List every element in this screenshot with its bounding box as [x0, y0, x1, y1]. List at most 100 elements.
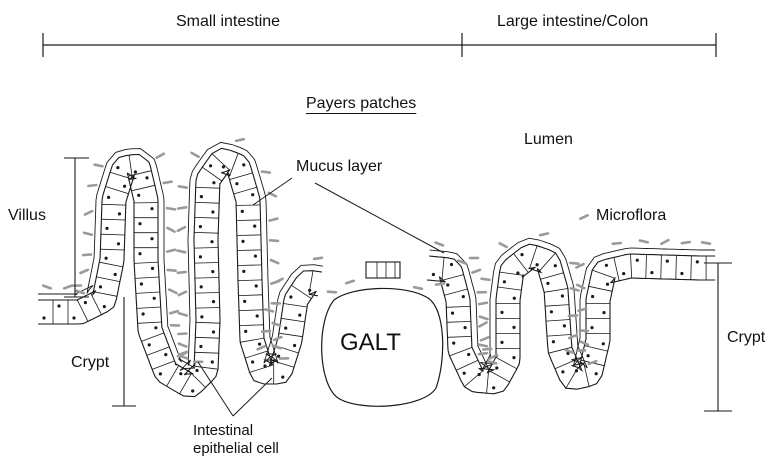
cell-wall [195, 278, 219, 279]
mucus-layer-label: Mucus layer [296, 159, 382, 175]
mucus-pointer-colon [315, 183, 444, 253]
cell-nucleus [212, 300, 215, 303]
cell-nucleus [243, 300, 246, 303]
cell-wall [500, 272, 524, 275]
cell-wall [135, 277, 159, 278]
cell-nucleus [622, 272, 625, 275]
cell-wall [132, 185, 155, 191]
cell-nucleus [134, 170, 137, 173]
small-intestine-label: Small intestine [176, 14, 280, 30]
microflora-dash [581, 342, 588, 345]
cell-wall [283, 304, 307, 308]
cell-wall [238, 265, 262, 266]
microflora-label: Microflora [596, 208, 666, 224]
cell-wall [546, 320, 570, 322]
cell-nucleus [595, 372, 598, 375]
cell-wall [142, 333, 164, 342]
cell-nucleus [151, 267, 154, 270]
microflora-dash [480, 317, 488, 320]
cell-nucleus [235, 182, 238, 185]
cell-nucleus [696, 260, 699, 263]
cell-nucleus [513, 297, 516, 300]
microflora-dash [702, 242, 710, 243]
microflora-dash [88, 185, 96, 186]
cell-wall [447, 321, 471, 322]
cell-nucleus [253, 225, 256, 228]
large-intestine-label: Large intestine/Colon [497, 14, 648, 30]
cell-wall [99, 262, 123, 267]
cell-wall [196, 187, 220, 188]
cell-nucleus [650, 271, 653, 274]
cell-nucleus [591, 295, 594, 298]
microflora-dash [571, 288, 579, 290]
cell-wall [101, 234, 125, 235]
microflora-dash [540, 233, 548, 235]
cell-nucleus [212, 181, 215, 184]
cell-nucleus [150, 207, 153, 210]
cell-wall [440, 275, 463, 281]
microflora-dash [640, 241, 648, 243]
crypt-right-label: Crypt [727, 330, 765, 346]
cell-wall [646, 255, 647, 279]
cell-wall [237, 250, 261, 251]
microflora-dash [270, 219, 278, 221]
cell-nucleus [680, 272, 683, 275]
cell-nucleus [263, 364, 266, 367]
microflora-dash [64, 286, 72, 289]
cell-nucleus [492, 386, 495, 389]
cell-nucleus [500, 311, 503, 314]
cell-wall [189, 371, 206, 388]
cell-wall [180, 373, 192, 394]
cell-nucleus [432, 273, 435, 276]
cell-nucleus [123, 185, 126, 188]
cell-wall [584, 346, 607, 352]
cell-wall [661, 255, 662, 279]
microflora-dash [178, 272, 186, 273]
cell-nucleus [199, 255, 202, 258]
cell-nucleus [446, 283, 449, 286]
cell-wall [136, 292, 160, 293]
cell-wall [167, 366, 179, 387]
cell-nucleus [256, 314, 259, 317]
cell-nucleus [293, 344, 296, 347]
cell-wall [212, 154, 230, 170]
cell-nucleus [199, 225, 202, 228]
cell-wall [96, 277, 120, 282]
cell-wall [442, 257, 444, 281]
cell-nucleus [211, 210, 214, 213]
cell-nucleus [241, 210, 244, 213]
microflora-dash [273, 346, 281, 348]
cell-nucleus [200, 285, 203, 288]
microflora-dash [580, 215, 587, 218]
mucus-pointer-villus [253, 178, 292, 205]
cell-nucleus [251, 360, 254, 363]
microflora-dash [95, 165, 103, 167]
cell-nucleus [606, 283, 609, 286]
cell-wall [195, 352, 219, 353]
microflora-dash [85, 211, 92, 215]
microflora-dash [43, 286, 50, 289]
microflora-dash [436, 283, 444, 284]
microflora-dash [500, 243, 507, 247]
cell-nucleus [536, 263, 539, 266]
cell-nucleus [105, 227, 108, 230]
microflora-dash [262, 172, 270, 173]
cell-nucleus [602, 342, 605, 345]
microflora-dash [178, 207, 186, 208]
cell-wall [194, 248, 218, 249]
cell-nucleus [211, 360, 214, 363]
cell-wall [291, 285, 311, 298]
cell-nucleus [512, 356, 515, 359]
cell-nucleus [464, 326, 467, 329]
cell-nucleus [57, 304, 60, 307]
cell-nucleus [211, 270, 214, 273]
cell-wall [271, 360, 294, 367]
cell-wall [101, 219, 125, 220]
cell-nucleus [451, 312, 454, 315]
cell-wall [137, 307, 161, 308]
microflora-dash [177, 251, 185, 253]
cell-wall [91, 293, 102, 315]
crypt-left-label: Crypt [71, 355, 109, 371]
cell-wall [245, 351, 268, 358]
cell-wall [446, 306, 470, 307]
